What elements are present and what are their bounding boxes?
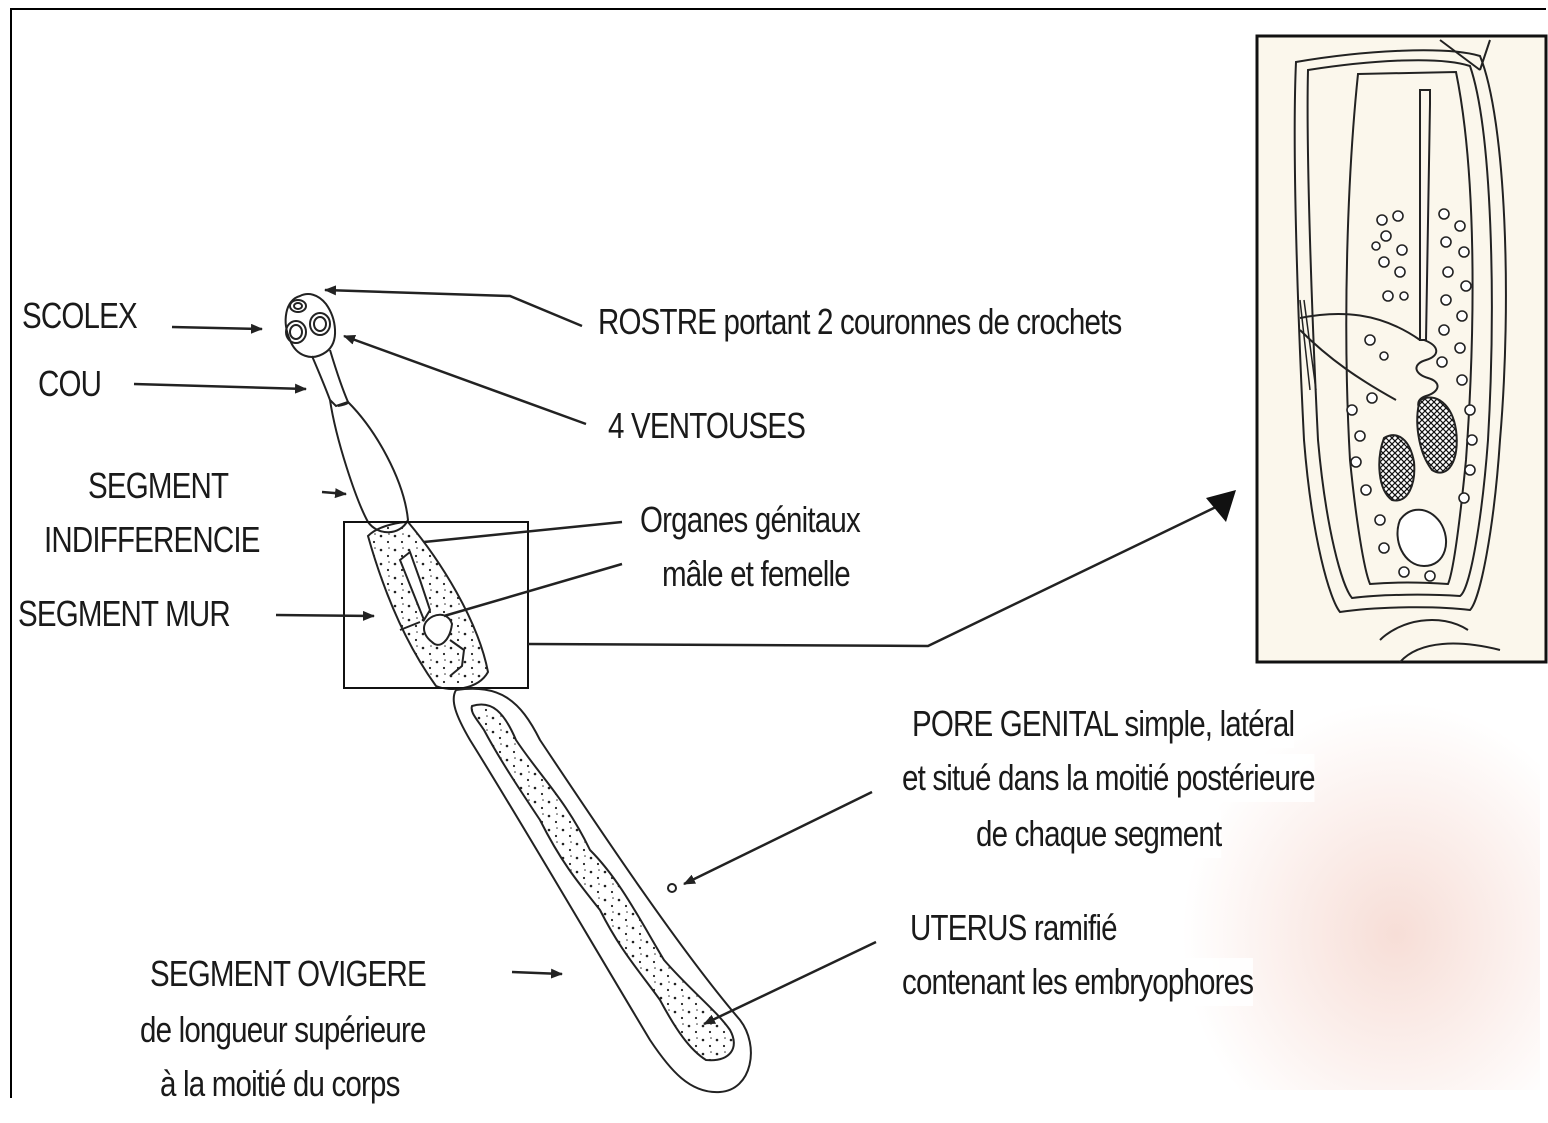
label-segment-mur: SEGMENT MUR (18, 590, 230, 638)
label-scolex: SCOLEX (22, 292, 137, 340)
scolex-drawing (286, 294, 335, 357)
label-uterus-1: UTERUS ramifié (910, 904, 1117, 952)
label-segment-ovigere-2: de longueur supérieure (140, 1006, 426, 1054)
label-pore-genital-1: PORE GENITAL simple, latéral (912, 700, 1294, 748)
label-cou: COU (38, 360, 101, 408)
gravid-segment-drawing (454, 689, 751, 1092)
mature-segment-drawing (368, 522, 488, 689)
label-pore-genital-3: de chaque segment (976, 810, 1221, 858)
label-organes-2: mâle et femelle (662, 550, 850, 598)
label-segment-indifferencie-1: SEGMENT (88, 462, 228, 510)
label-rostre: ROSTRE portant 2 couronnes de crochets (598, 298, 1121, 346)
label-ventouses: 4 VENTOUSES (608, 402, 805, 450)
label-organes-1: Organes génitaux (640, 496, 860, 544)
label-pore-genital-2: et situé dans la moitié postérieure (902, 754, 1315, 802)
label-segment-ovigere-1: SEGMENT OVIGERE (150, 950, 426, 998)
label-uterus-2: contenant les embryophores (902, 958, 1253, 1006)
label-segment-ovigere-3: à la moitié du corps (160, 1060, 400, 1108)
label-segment-indifferencie-2: INDIFFERENCIE (44, 516, 260, 564)
neck-drawing (312, 350, 408, 532)
zoom-arrowhead (1206, 490, 1236, 522)
inset-panel (1257, 36, 1546, 662)
